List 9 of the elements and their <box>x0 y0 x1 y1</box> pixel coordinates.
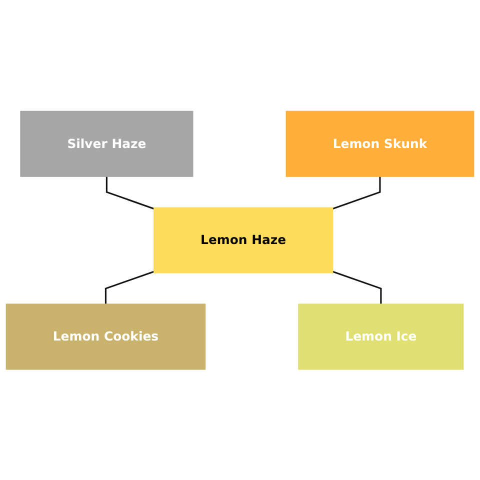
connector <box>104 270 154 304</box>
node-box: Lemon Ice <box>298 303 464 370</box>
node-box: Silver Haze <box>20 110 194 177</box>
connector <box>332 176 381 210</box>
connector <box>332 270 382 304</box>
node-box: Lemon Cookies <box>6 303 206 370</box>
connector <box>106 176 154 210</box>
node-box: Lemon Skunk <box>286 110 474 177</box>
node-box: Lemon Haze <box>154 206 334 274</box>
